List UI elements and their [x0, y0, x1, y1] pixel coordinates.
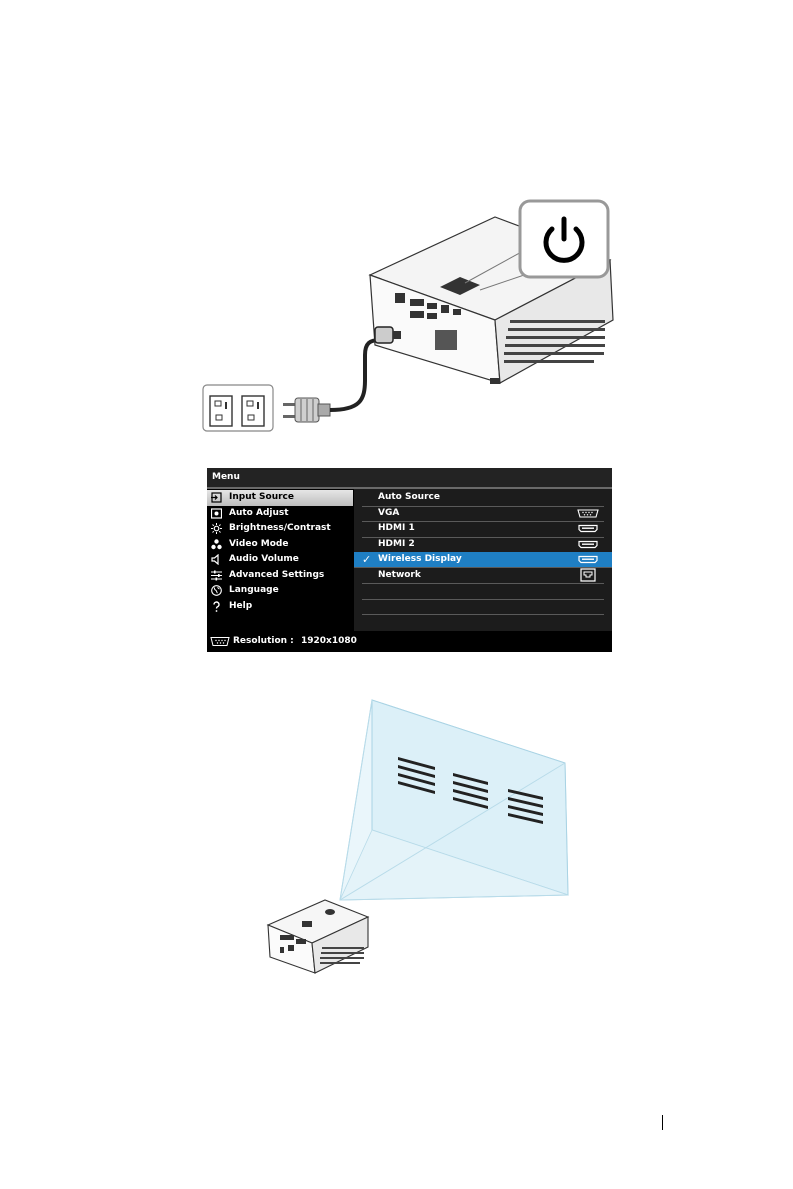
menu-item-label: Brightness/Contrast	[229, 521, 331, 537]
brightness-icon	[211, 523, 222, 534]
checkmark-icon: ✓	[362, 552, 371, 568]
source-row-empty	[362, 583, 604, 600]
menu-item-label: Input Source	[229, 490, 294, 506]
speaker-icon	[211, 554, 222, 565]
source-label: Auto Source	[378, 490, 440, 506]
menu-title: Menu	[207, 468, 612, 487]
menu-main-list: Input Source Auto Adjust Brightness/Cont…	[207, 489, 353, 631]
source-row-empty	[362, 599, 604, 616]
input-source-submenu: Auto Source VGA HDMI 1 HDMI 2 ✓ Wireless…	[354, 489, 612, 631]
sliders-icon	[211, 570, 222, 581]
menu-item-input-source[interactable]: Input Source	[207, 490, 353, 506]
globe-icon	[211, 585, 222, 596]
source-label: VGA	[378, 506, 399, 522]
source-row-auto-source[interactable]: Auto Source	[362, 490, 604, 507]
menu-item-label: Help	[229, 599, 252, 615]
projected-image-icon	[340, 700, 568, 900]
source-label: HDMI 1	[378, 521, 415, 537]
page-number-divider	[662, 1115, 663, 1130]
source-label: Wireless Display	[378, 552, 462, 568]
power-cable	[330, 340, 380, 410]
menu-item-help[interactable]: Help	[207, 599, 353, 615]
menu-item-auto-adjust[interactable]: Auto Adjust	[207, 506, 353, 522]
menu-item-language[interactable]: Language	[207, 583, 353, 599]
power-connection-illustration	[195, 195, 640, 440]
menu-item-audio-volume[interactable]: Audio Volume	[207, 552, 353, 568]
input-source-icon	[211, 492, 222, 503]
status-bar: Resolution : 1920x1080	[207, 631, 612, 652]
source-row-network[interactable]: Network	[362, 568, 604, 585]
question-icon	[211, 601, 222, 612]
wall-outlet	[203, 385, 273, 431]
source-row-hdmi-2[interactable]: HDMI 2	[362, 537, 604, 554]
hdmi-port-icon	[576, 523, 600, 534]
source-row-hdmi-1[interactable]: HDMI 1	[362, 521, 604, 538]
menu-item-advanced-settings[interactable]: Advanced Settings	[207, 568, 353, 584]
menu-item-label: Language	[229, 583, 279, 599]
source-row-wireless-display[interactable]: ✓ Wireless Display	[354, 552, 612, 568]
projector-front-view	[268, 900, 368, 973]
hdmi-port-icon	[576, 539, 600, 550]
resolution-value: 1920x1080	[301, 631, 357, 652]
video-mode-icon	[211, 539, 222, 550]
vga-port-icon	[210, 636, 230, 647]
resolution-label: Resolution :	[233, 631, 294, 652]
menu-item-label: Audio Volume	[229, 552, 299, 568]
osd-menu: Menu Input Source Auto Adjust Brightness…	[207, 468, 612, 652]
menu-item-label: Video Mode	[229, 537, 288, 553]
vga-port-icon	[576, 508, 600, 519]
menu-item-brightness-contrast[interactable]: Brightness/Contrast	[207, 521, 353, 537]
menu-item-label: Auto Adjust	[229, 506, 289, 522]
power-plug	[283, 398, 330, 422]
projection-illustration	[250, 695, 580, 975]
ethernet-port-icon	[580, 568, 596, 582]
hdmi-port-icon	[576, 554, 600, 565]
source-label: HDMI 2	[378, 537, 415, 553]
source-label: Network	[378, 568, 421, 584]
menu-item-video-mode[interactable]: Video Mode	[207, 537, 353, 553]
source-row-vga[interactable]: VGA	[362, 506, 604, 523]
menu-item-label: Advanced Settings	[229, 568, 324, 584]
auto-adjust-icon	[211, 508, 222, 519]
